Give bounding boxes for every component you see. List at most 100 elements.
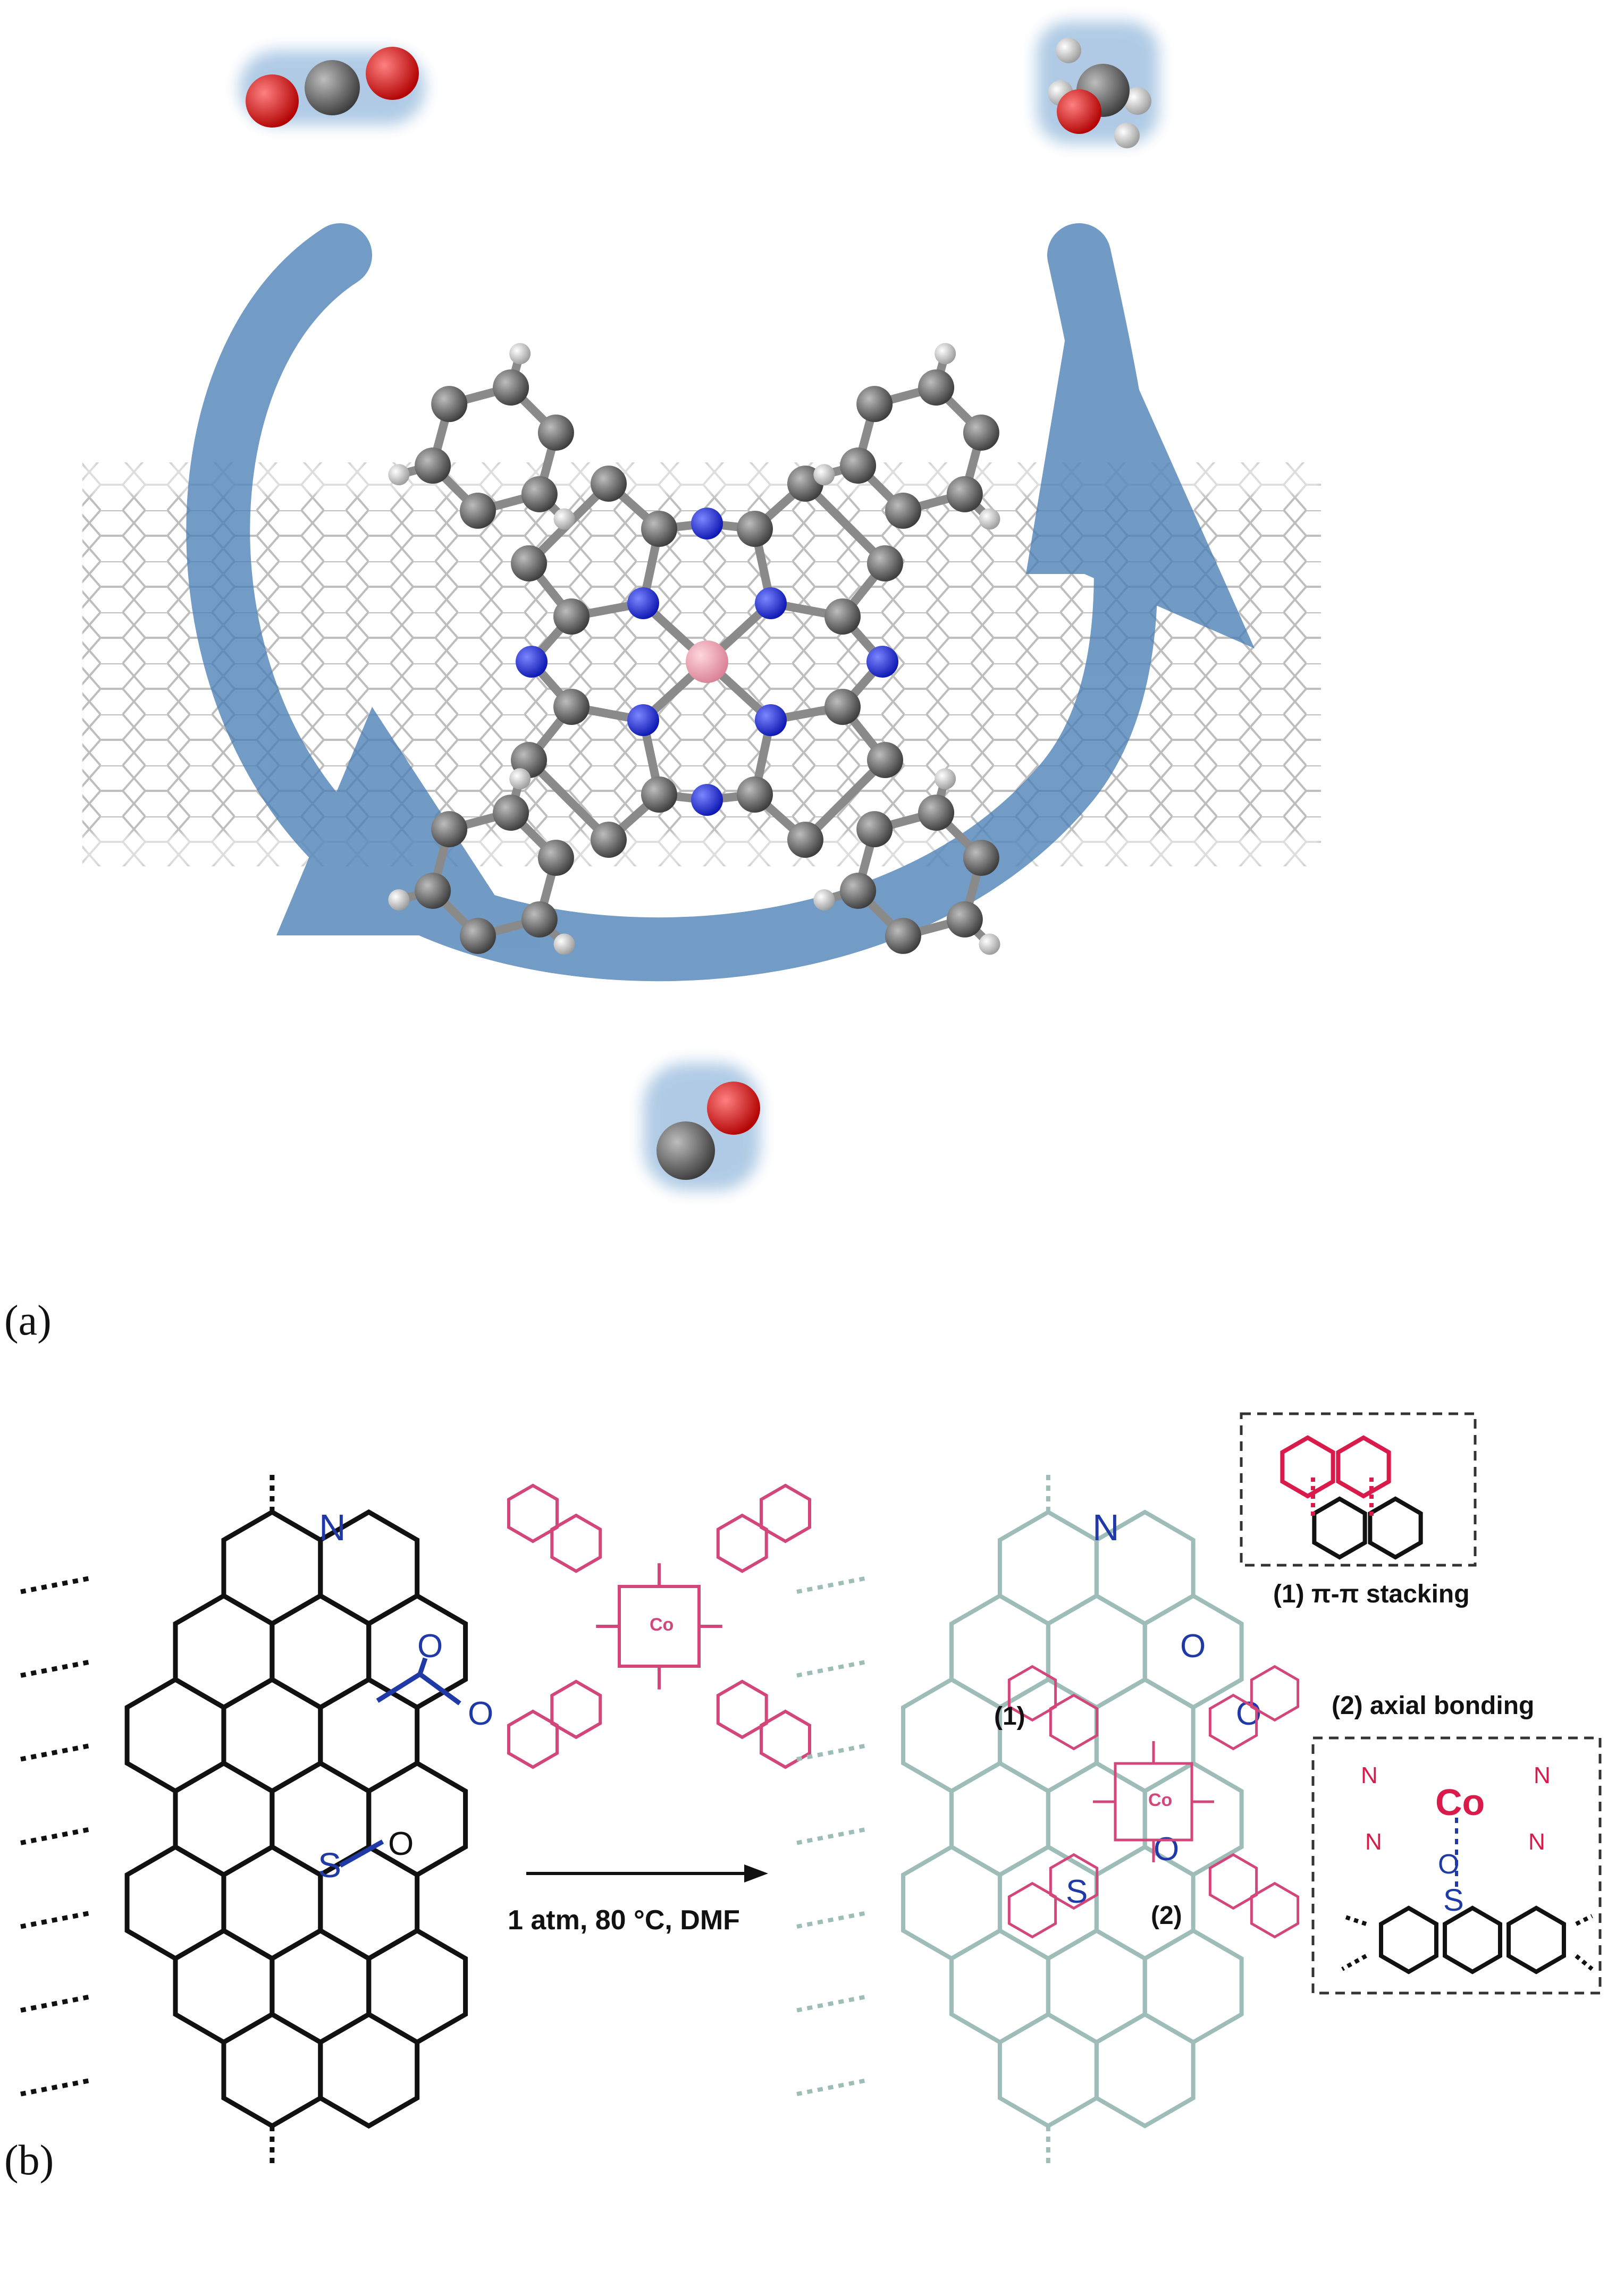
- axial-co: Co: [1435, 1782, 1485, 1823]
- graphene-right-ring: [949, 1928, 1050, 2045]
- carbon-atom: [415, 448, 451, 484]
- hydrogen-atom: [813, 464, 835, 486]
- reaction-conditions: 1 atm, 80 °C, DMF: [508, 1905, 740, 1936]
- carbon-atom: [537, 839, 574, 876]
- atom-o-axial: O: [1154, 1831, 1179, 1868]
- carbon-atom: [641, 776, 677, 813]
- axial-edge-bond: [1575, 1954, 1594, 1971]
- hydrogen-atom: [935, 343, 956, 365]
- carbon-atom: [537, 414, 574, 451]
- graphene-left-edge-bond: [20, 1995, 89, 2013]
- axial-edge-bond: [1341, 1914, 1367, 1926]
- reagent-pc-ring: [760, 1483, 811, 1543]
- graphene-right-ring: [1046, 1928, 1147, 2045]
- graphene-right-ring: [997, 1509, 1099, 1626]
- atom-o-sulfoxide-left: O: [388, 1826, 414, 1862]
- graphene-right-edge-bond: [796, 1576, 865, 1594]
- axial-edge-bond: [1341, 1954, 1367, 1971]
- panel-a-illustration: [82, 21, 1321, 1191]
- sulfoxide-bond: [339, 1839, 384, 1868]
- graphene-right-edge-bond: [796, 1744, 865, 1761]
- hydrogen-atom: [979, 933, 1000, 955]
- hydrogen-atom: [935, 768, 956, 790]
- marker-1: (1): [994, 1702, 1025, 1731]
- atom-o-minus-right: O: [1180, 1628, 1206, 1665]
- nitrogen-atom: [627, 587, 659, 619]
- label-pi-pi-stacking: (1) π-π stacking: [1273, 1580, 1470, 1608]
- carbon-atom: [415, 873, 451, 909]
- graphene-left-edge-bond: [20, 2078, 89, 2097]
- reaction-arrow: [526, 1864, 768, 1883]
- carbon-atom: [867, 742, 903, 778]
- carbon-atom: [918, 795, 955, 831]
- graphene-left-edge-bond: [20, 1743, 89, 1762]
- axial-edge-bond: [1575, 1914, 1593, 1926]
- cobalt-atom: [686, 640, 728, 683]
- co2-molecule: [239, 47, 425, 128]
- reagent-pc-ring: [550, 1513, 602, 1573]
- graphene-right-ring: [949, 1760, 1050, 1878]
- product-pc-ring: [1007, 1665, 1057, 1722]
- carbon-atom: [431, 386, 468, 423]
- nitrogen-atom: [691, 508, 723, 539]
- panel-b-scheme: N O O S O Co 1 atm, 80 °C, DMF N O O O S…: [20, 1412, 1602, 2168]
- hydrogen-atom: [509, 343, 531, 365]
- bond: [802, 757, 888, 843]
- product-pc-ring: [1049, 1693, 1099, 1751]
- carbon-atom: [963, 839, 999, 876]
- graphene-right-edge-bond: [796, 2079, 865, 2096]
- graphene-right-edge-bond: [796, 1660, 865, 1678]
- carbon-atom: [641, 511, 677, 547]
- axial-o: O: [1438, 1849, 1459, 1880]
- product-pc-ring: [1007, 1881, 1057, 1939]
- hydrogen-atom: [553, 933, 575, 955]
- axial-n-3: N: [1365, 1829, 1382, 1855]
- atom-n-left: N: [319, 1507, 346, 1548]
- graphene-right-ring: [1046, 1593, 1147, 1710]
- graphene-left-edge-bond: [20, 1660, 89, 1678]
- reagent-pc-ring: [760, 1709, 811, 1769]
- cobalt-phthalocyanine-model: [388, 343, 1000, 955]
- graphene-right-ring: [1046, 1760, 1147, 1878]
- carbon-atom: [511, 545, 547, 581]
- carbon-atom: [493, 369, 529, 406]
- graphene-right-ring: [1094, 1677, 1196, 1794]
- axial-s: S: [1443, 1883, 1464, 1918]
- carbon-atom: [737, 511, 773, 547]
- methanol-molecule: [1037, 21, 1159, 148]
- adsorbed-phthalocyanine: [1007, 1665, 1300, 1939]
- carbon-atom: [553, 689, 590, 725]
- graphene-left-ring: [270, 1593, 372, 1710]
- graphene-left-ring: [366, 1928, 468, 2045]
- doped-graphene-structure: [20, 1470, 468, 2168]
- graphene-left-edge-bond: [20, 1576, 89, 1594]
- carbon-atom: [787, 822, 823, 858]
- atom-n-right: N: [1092, 1507, 1120, 1548]
- carbon-atom: [840, 448, 877, 484]
- nitrogen-atom: [691, 784, 723, 816]
- reagent-pc-ring: [716, 1513, 768, 1573]
- stack-top-ring: [1280, 1435, 1335, 1499]
- graphene-right-edge-bond: [796, 1827, 865, 1845]
- graphene-left-ring: [124, 1676, 226, 1794]
- inset-axial-bonding: [1311, 1736, 1602, 1995]
- nitrogen-atom: [755, 587, 787, 619]
- co-molecule: [643, 1063, 760, 1191]
- hydrogen-atom: [509, 768, 531, 790]
- graphene-left-ring: [270, 1928, 372, 2045]
- graphene-left-ring: [318, 1676, 420, 1794]
- carbon-atom: [918, 369, 955, 406]
- product-co-label: Co: [1148, 1790, 1172, 1810]
- graphene-right-ring: [901, 1844, 1002, 1961]
- faded-graphene-structure: [796, 1470, 1244, 2168]
- graphene-right-ring: [1094, 2012, 1196, 2129]
- carbon-atom: [737, 776, 773, 813]
- product-pc-ring: [1049, 1853, 1099, 1910]
- product-pc-ring: [1250, 1665, 1300, 1722]
- graphene-left-ring: [221, 1676, 323, 1794]
- graphene-right-edge-bond: [796, 1995, 865, 2013]
- graphene-left-ring: [173, 1928, 275, 2045]
- carbon-atom: [946, 476, 983, 512]
- reagent-pc-ring: [507, 1709, 559, 1769]
- graphene-right-ring: [997, 2012, 1099, 2129]
